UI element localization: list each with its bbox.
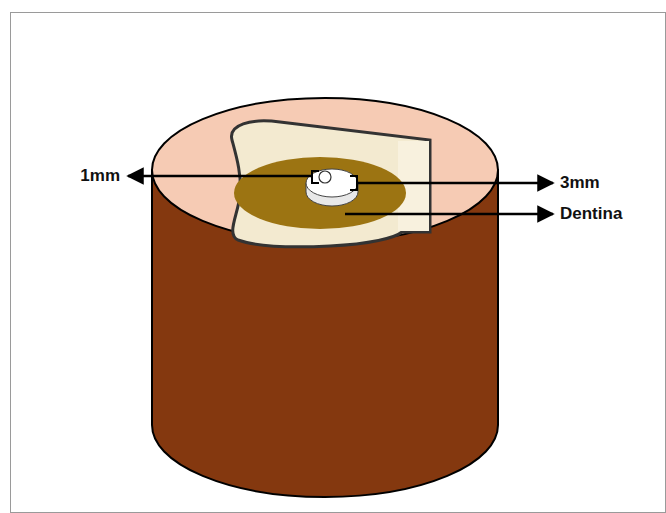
frame — [11, 13, 666, 513]
inner-hole — [319, 171, 331, 183]
leader-arrow — [345, 213, 553, 216]
dimension-bracket — [350, 176, 357, 190]
dimension-label: Dentina — [560, 204, 622, 224]
canal-area — [234, 157, 406, 229]
cylinder-top — [152, 98, 498, 242]
leader-arrow — [128, 175, 311, 178]
leader-arrow — [358, 182, 553, 185]
dimension-label: 1mm — [80, 166, 120, 186]
dimension-label: 3mm — [560, 173, 600, 193]
sample-disc — [306, 169, 358, 197]
dimension-bracket — [312, 171, 319, 183]
